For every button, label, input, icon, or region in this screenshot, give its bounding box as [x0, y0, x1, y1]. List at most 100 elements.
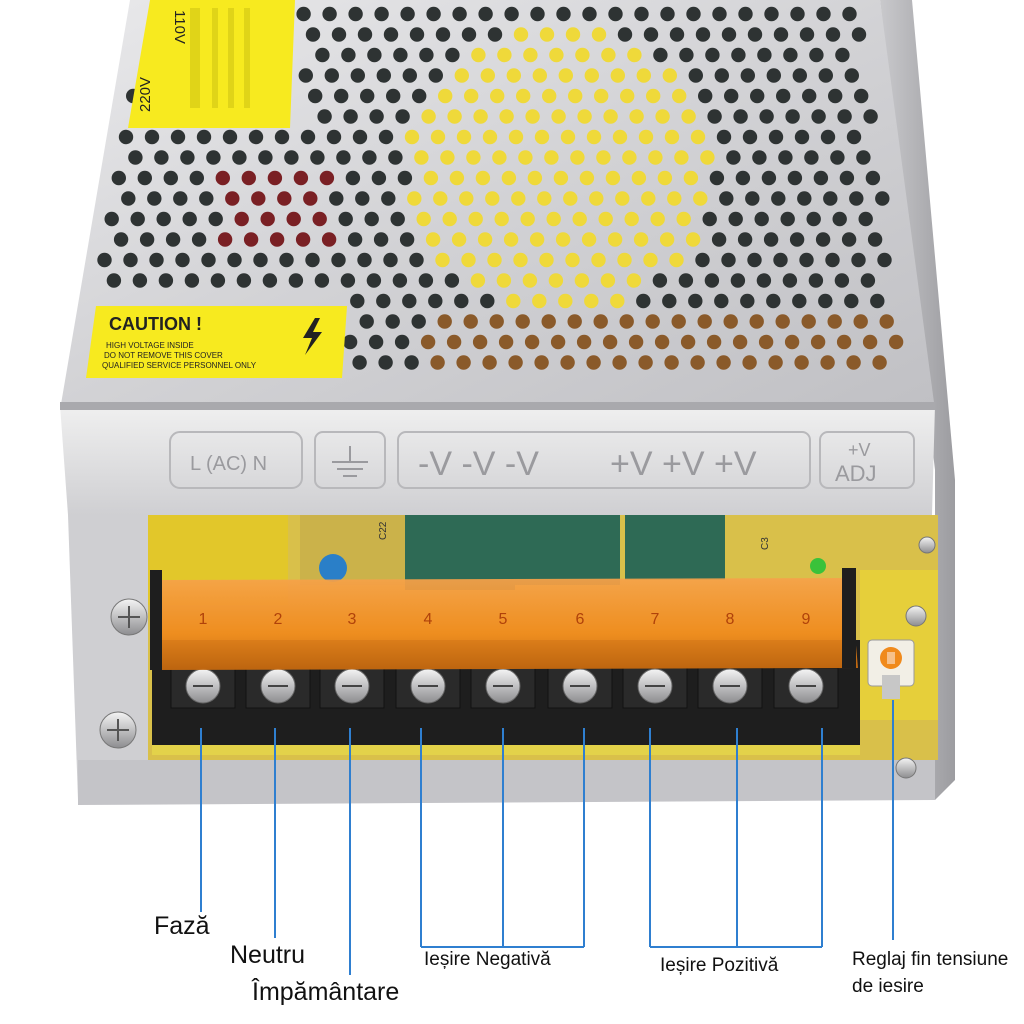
- vent-hole: [308, 88, 323, 104]
- vent-hole: [364, 211, 379, 227]
- callout-lines: [200, 700, 894, 975]
- vent-hole: [149, 252, 164, 268]
- vent-hole: [461, 27, 477, 42]
- vent-hole: [310, 150, 325, 165]
- vent-hole: [685, 232, 701, 247]
- vent-hole: [657, 170, 673, 186]
- vent-hole: [420, 334, 436, 350]
- vent-hole: [527, 170, 543, 186]
- vent-hole: [241, 170, 256, 186]
- vent-hole: [596, 150, 611, 165]
- vent-hole: [442, 211, 457, 227]
- vent-hole: [158, 273, 174, 288]
- pcb-c3-label: C3: [760, 537, 771, 550]
- vent-hole: [773, 252, 788, 268]
- vent-hole: [711, 232, 727, 247]
- vent-hole: [574, 273, 590, 288]
- vent-hole: [350, 293, 365, 309]
- vent-hole: [520, 211, 535, 227]
- vent-hole: [274, 129, 290, 145]
- vent-hole: [352, 355, 367, 370]
- vent-hole: [816, 6, 831, 22]
- vent-hole: [844, 68, 859, 83]
- vent-hole: [251, 191, 266, 206]
- electrolytic-cap-3: [625, 515, 725, 580]
- vent-hole: [111, 170, 127, 186]
- emboss-negative-label: -V -V -V: [418, 445, 539, 483]
- green-led: [810, 558, 826, 574]
- vent-hole: [288, 273, 304, 288]
- vent-hole: [139, 232, 155, 247]
- vent-hole: [206, 150, 221, 165]
- vent-hole: [740, 293, 755, 309]
- vent-hole: [383, 252, 398, 268]
- vent-hole: [532, 68, 547, 83]
- vent-hole: [669, 27, 685, 42]
- vent-hole: [731, 47, 746, 63]
- vent-hole: [818, 293, 833, 309]
- terminal-number: 6: [576, 611, 585, 628]
- terminal-number: 8: [726, 611, 735, 628]
- vent-hole: [217, 232, 233, 247]
- vent-hole: [716, 355, 731, 370]
- vent-hole: [785, 109, 800, 124]
- vent-hole: [730, 273, 746, 288]
- label-neutru: Neutru: [230, 941, 306, 969]
- vent-hole: [643, 252, 658, 268]
- vent-hole: [605, 170, 621, 186]
- vent-hole: [723, 314, 738, 329]
- vent-hole: [423, 170, 439, 186]
- terminal-number: 9: [802, 611, 811, 628]
- vent-hole: [350, 68, 365, 83]
- vent-hole: [428, 68, 443, 83]
- vent-hole: [660, 6, 675, 22]
- vent-hole: [565, 27, 581, 42]
- vent-hole: [430, 355, 445, 370]
- vent-hole: [546, 211, 561, 227]
- vent-hole: [771, 191, 786, 206]
- vent-hole: [331, 27, 347, 42]
- vent-hole: [568, 88, 583, 104]
- vent-hole: [504, 6, 519, 22]
- vent-hole: [773, 27, 789, 42]
- terminal-number: 1: [199, 611, 208, 628]
- terminal-number: 3: [348, 611, 357, 628]
- terminal-cover[interactable]: [152, 578, 858, 670]
- vent-hole: [532, 293, 547, 309]
- vent-hole: [466, 150, 481, 165]
- vent-hole: [113, 232, 129, 247]
- vent-hole: [414, 150, 429, 165]
- vent-hole: [454, 293, 469, 309]
- vent-hole: [175, 252, 190, 268]
- vent-hole: [437, 314, 452, 329]
- vent-hole: [243, 232, 259, 247]
- vent-hole: [870, 293, 885, 309]
- vent-hole: [733, 109, 748, 124]
- vent-hole: [860, 273, 876, 288]
- vent-hole: [376, 68, 391, 83]
- vent-hole: [789, 232, 805, 247]
- vent-hole: [196, 129, 212, 145]
- vent-hole: [601, 47, 616, 63]
- vent-hole: [650, 211, 665, 227]
- vent-hole: [648, 150, 663, 165]
- vent-hole: [586, 355, 601, 370]
- vent-hole: [279, 252, 294, 268]
- vent-hole: [553, 170, 569, 186]
- vent-hole: [633, 232, 649, 247]
- vent-hole: [395, 109, 410, 124]
- vent-hole: [797, 191, 812, 206]
- vent-hole: [359, 314, 374, 329]
- vent-hole: [508, 355, 523, 370]
- vent-hole: [513, 252, 528, 268]
- vent-hole: [331, 252, 346, 268]
- voltage-adjust-potentiometer[interactable]: [867, 639, 915, 699]
- vent-hole: [357, 252, 372, 268]
- vent-hole: [593, 314, 608, 329]
- lightning-icon: [303, 318, 322, 355]
- vent-hole: [839, 170, 855, 186]
- vent-hole: [879, 314, 894, 329]
- vent-hole: [555, 232, 571, 247]
- electrolytic-cap-2: [515, 515, 620, 585]
